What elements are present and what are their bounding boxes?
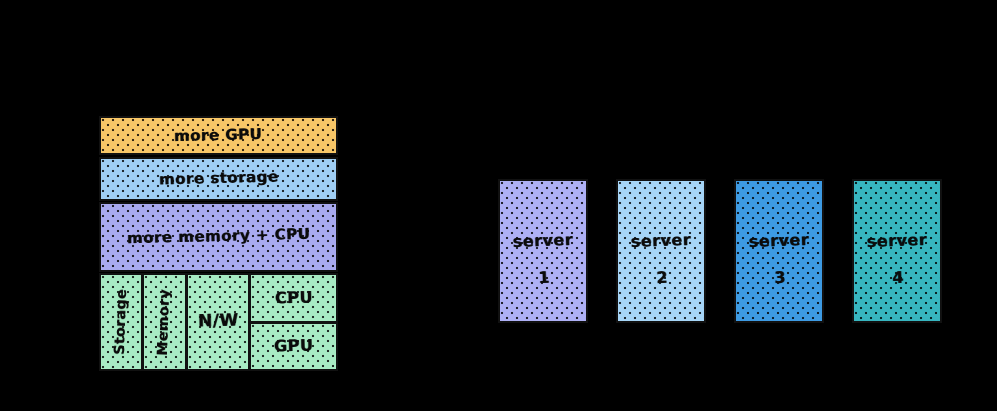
base-cell-storage-label: Storage	[111, 288, 131, 356]
stack-band-more-storage-label: more storage	[158, 167, 279, 189]
resource-scaling-stack: more GPU more storage more memory + CPU …	[99, 116, 338, 371]
stack-band-more-memory-cpu[interactable]: more memory + CPU	[99, 202, 338, 272]
server-box-1-title: server	[512, 230, 574, 252]
stack-band-more-memory-cpu-label: more memory + CPU	[126, 225, 311, 248]
server-box-2[interactable]: server 2	[616, 179, 706, 323]
server-box-3-number: 3	[773, 268, 787, 288]
base-cell-storage[interactable]: Storage	[99, 273, 143, 371]
base-cell-gpu-label: GPU	[273, 335, 314, 356]
server-box-2-label: server 2	[630, 213, 693, 289]
base-cell-memory[interactable]: Memory	[142, 273, 187, 371]
base-cell-memory-label: Memory	[155, 288, 174, 356]
stack-band-more-gpu-label: more GPU	[174, 124, 263, 145]
stack-band-more-storage[interactable]: more storage	[99, 157, 338, 201]
server-box-4-title: server	[866, 230, 928, 252]
server-box-1[interactable]: server 1	[498, 179, 588, 323]
base-cell-network[interactable]: N/W	[186, 273, 250, 371]
server-box-2-number: 2	[655, 268, 669, 288]
server-box-3-title: server	[748, 230, 810, 252]
server-box-2-title: server	[630, 230, 692, 252]
stack-band-more-gpu[interactable]: more GPU	[99, 116, 338, 155]
base-cell-cpu-label: CPU	[274, 287, 313, 308]
server-box-4[interactable]: server 4	[852, 179, 942, 323]
server-box-1-label: server 1	[512, 213, 575, 289]
server-box-3-label: server 3	[748, 213, 811, 289]
server-box-4-number: 4	[891, 268, 905, 288]
base-cell-gpu[interactable]: GPU	[249, 322, 338, 371]
server-box-3[interactable]: server 3	[734, 179, 824, 323]
server-box-1-number: 1	[537, 268, 551, 288]
server-row: server 1 server 2 server 3 server 4	[498, 179, 942, 323]
stack-base-row: Storage Memory N/W CPU GPU	[99, 273, 338, 371]
base-cell-cpu[interactable]: CPU	[249, 273, 338, 323]
base-cell-network-label: N/W	[197, 310, 239, 332]
server-box-4-label: server 4	[866, 213, 929, 289]
